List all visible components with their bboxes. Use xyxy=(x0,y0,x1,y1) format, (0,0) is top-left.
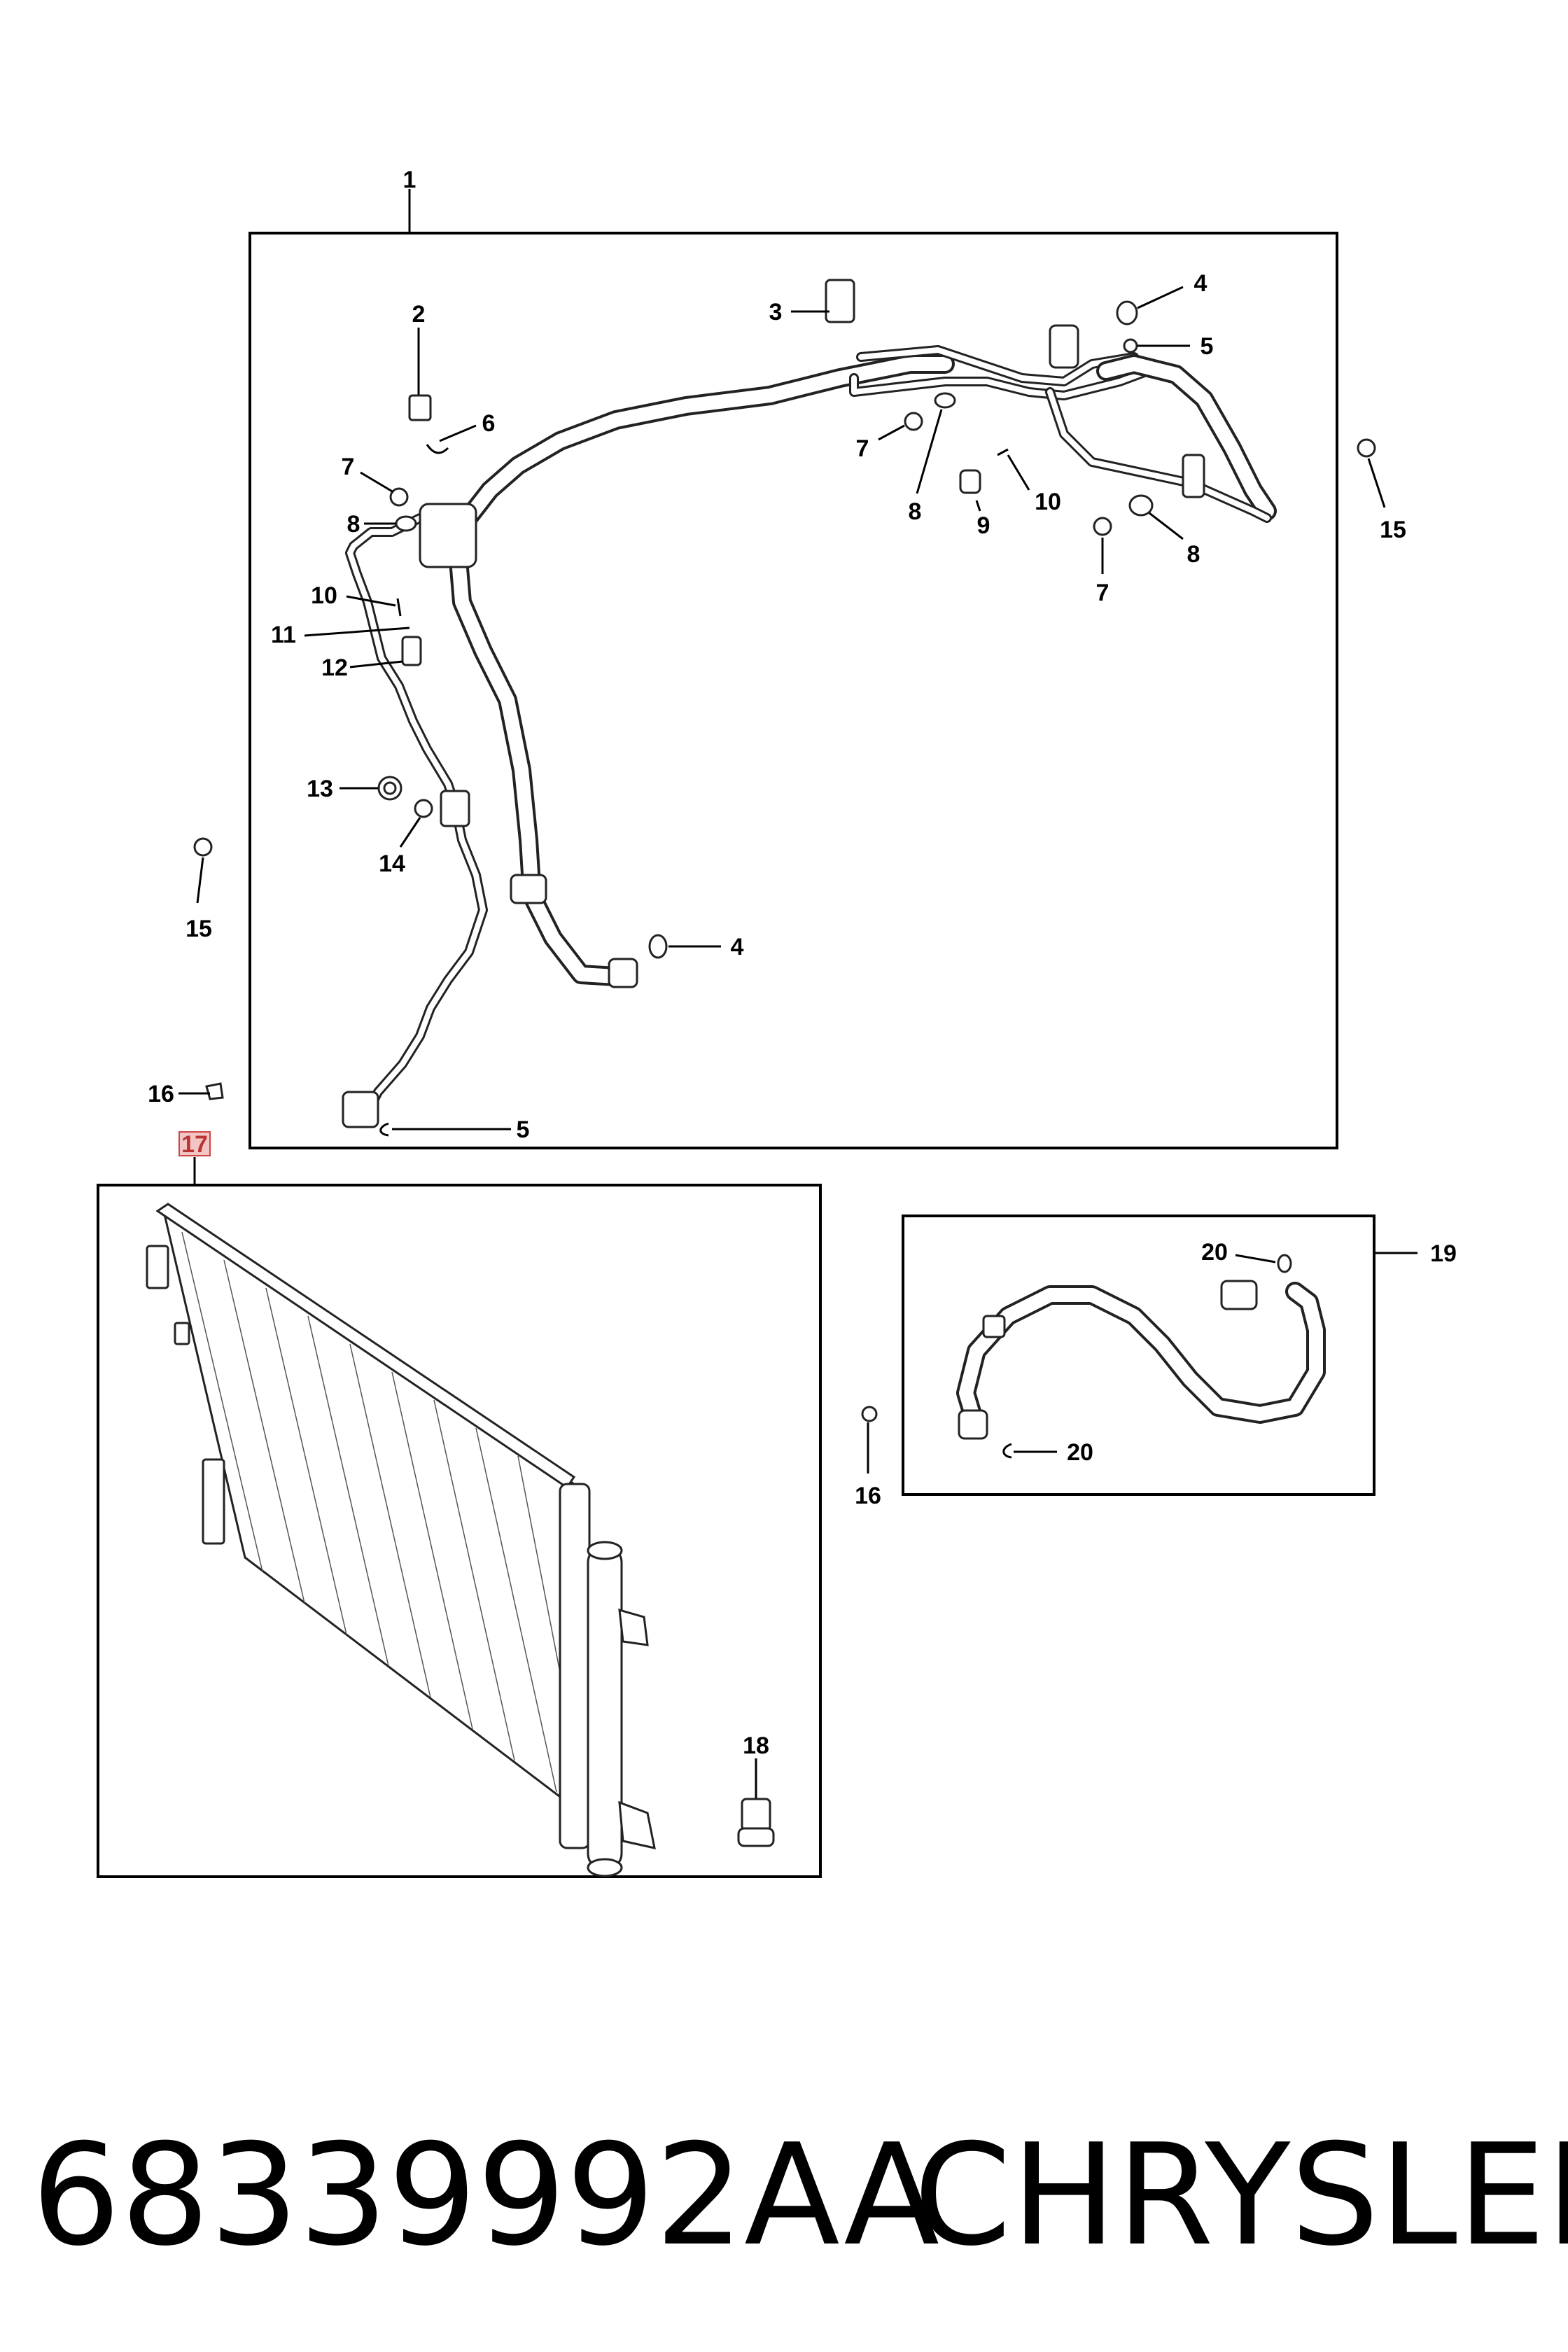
callout-15b[interactable]: 15 xyxy=(186,916,212,942)
condenser-core xyxy=(162,1212,610,1837)
tank-bracket-lower xyxy=(618,1800,656,1849)
callout-4a[interactable]: 4 xyxy=(1194,270,1208,297)
callout-12[interactable]: 12 xyxy=(321,654,348,681)
line-19-fitting-left xyxy=(958,1409,988,1440)
group-1-frame xyxy=(248,232,1338,1149)
callout-17[interactable]: 17 xyxy=(181,1131,208,1158)
callout-16a[interactable]: 16 xyxy=(148,1081,174,1107)
hose-block-fitting xyxy=(419,503,477,568)
callout-16b[interactable]: 16 xyxy=(855,1483,881,1509)
part-number-caption: 68339992AA xyxy=(31,2114,939,2277)
seal-8b xyxy=(934,392,956,409)
clip-2 xyxy=(408,394,432,421)
callout-14[interactable]: 14 xyxy=(379,850,405,877)
group-19-frame xyxy=(902,1214,1376,1496)
clip-7a xyxy=(389,487,409,507)
callout-18[interactable]: 18 xyxy=(743,1732,769,1759)
fastener-15-right: 15 xyxy=(1357,438,1406,543)
callout-10a[interactable]: 10 xyxy=(311,582,337,609)
callout-8a[interactable]: 8 xyxy=(347,511,360,538)
callout-17-highlight xyxy=(178,1131,211,1156)
callout-11[interactable]: 11 xyxy=(271,622,296,648)
clip-7c xyxy=(1093,517,1112,536)
clip-6 xyxy=(426,444,449,454)
callout-13[interactable]: 13 xyxy=(307,776,333,802)
o-ring-4b xyxy=(648,934,668,959)
left-bracket-lower xyxy=(202,1458,225,1545)
left-bracket-upper xyxy=(146,1245,169,1289)
group-19-line-assembly: 19 20 20 xyxy=(902,1214,1457,1496)
tank-bracket-upper xyxy=(618,1608,649,1646)
o-ring-20a xyxy=(1277,1254,1292,1273)
brand-caption: CHRYSLER xyxy=(913,2114,1568,2277)
cap-14 xyxy=(414,799,433,818)
callout-2[interactable]: 2 xyxy=(412,301,426,328)
seal-8a xyxy=(395,515,417,532)
callout-19[interactable]: 19 xyxy=(1430,1240,1457,1267)
callout-8b[interactable]: 8 xyxy=(909,498,922,525)
seal-8c xyxy=(1128,494,1154,517)
callout-7a[interactable]: 7 xyxy=(342,454,355,480)
callout-7b[interactable]: 7 xyxy=(856,435,869,462)
plug-18 xyxy=(741,1798,771,1832)
callout-5a[interactable]: 5 xyxy=(1200,333,1214,360)
callout-6[interactable]: 6 xyxy=(482,410,496,437)
callout-4b[interactable]: 4 xyxy=(731,934,744,960)
callout-8c[interactable]: 8 xyxy=(1187,541,1200,568)
o-ring-5b xyxy=(379,1122,389,1137)
group-17-condenser: 18 xyxy=(97,1184,822,1878)
callout-5b[interactable]: 5 xyxy=(517,1116,530,1143)
fastener-16-left: 16 xyxy=(148,1081,224,1107)
o-ring-5a xyxy=(1123,338,1138,354)
cap-9 xyxy=(959,469,981,494)
callout-9[interactable]: 9 xyxy=(977,512,990,539)
condenser-top-rail xyxy=(155,1203,576,1490)
callout-20b[interactable]: 20 xyxy=(1067,1439,1093,1466)
group-1-hose-assembly: 1 2 3 4 xyxy=(248,167,1338,1149)
valve-12 xyxy=(401,636,422,666)
group-17-frame xyxy=(97,1184,822,1878)
fastener-16-right: 16 xyxy=(855,1406,881,1509)
callout-15a[interactable]: 15 xyxy=(1380,517,1406,543)
callout-10b[interactable]: 10 xyxy=(1035,489,1061,515)
callout-3[interactable]: 3 xyxy=(769,299,783,326)
callout-1[interactable]: 1 xyxy=(403,167,416,193)
callout-20a[interactable]: 20 xyxy=(1201,1239,1228,1266)
receiver-drier-tank xyxy=(559,1483,591,1849)
callout-7c[interactable]: 7 xyxy=(1096,580,1110,606)
fastener-15-left: 15 xyxy=(186,837,213,942)
line-19-fitting-right xyxy=(1220,1280,1258,1310)
clip-7b xyxy=(904,412,923,431)
o-ring-4a xyxy=(1116,300,1138,326)
o-ring-20b xyxy=(1002,1443,1012,1459)
